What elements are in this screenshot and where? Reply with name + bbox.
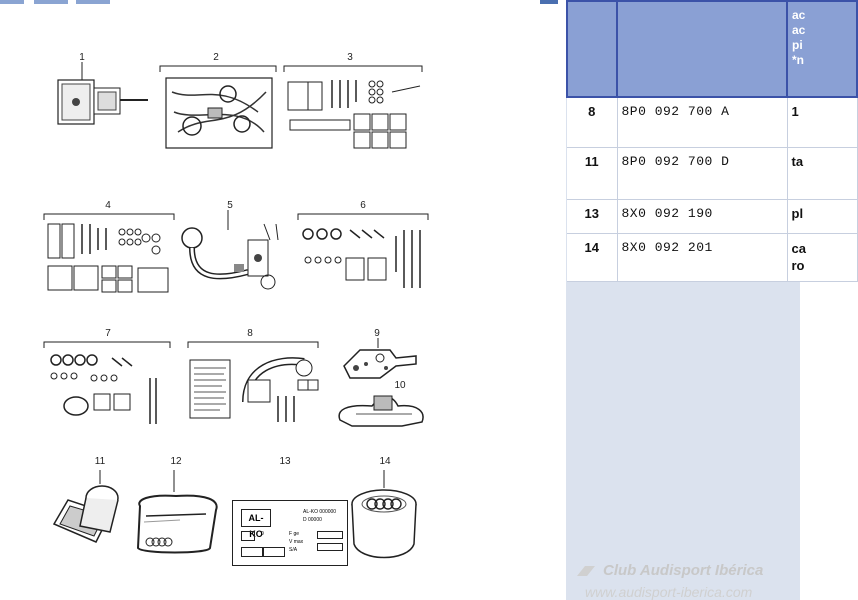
part-6-small-parts-kit-illustration[interactable] bbox=[296, 210, 431, 295]
row-part-number[interactable]: 8P0 092 700 D bbox=[617, 147, 788, 200]
column-header-part-number[interactable] bbox=[616, 0, 788, 98]
row-position: 11 bbox=[567, 147, 618, 200]
parts-list-pane: ac ac pi *n 8 8P0 092 700 A 1 11 8P0 092… bbox=[566, 0, 858, 600]
part-14-ball-cap-illustration[interactable] bbox=[350, 470, 420, 562]
plate-row-label: V max bbox=[289, 539, 304, 545]
club-logo-icon bbox=[577, 566, 595, 576]
row-part-number[interactable]: 8X0 092 190 bbox=[617, 199, 788, 234]
plate-line-2: D 00000 bbox=[303, 517, 322, 523]
callout-2[interactable]: 2 bbox=[213, 52, 219, 63]
callout-7[interactable]: 7 bbox=[105, 328, 111, 339]
row-part-number[interactable]: 8X0 092 201 bbox=[617, 233, 788, 282]
callout-4[interactable]: 4 bbox=[105, 200, 111, 211]
part-5-tow-bar-illustration[interactable] bbox=[178, 210, 288, 295]
parts-table: ac ac pi *n 8 8P0 092 700 A 1 11 8P0 092… bbox=[566, 0, 858, 282]
part-11-ball-cover-illustration[interactable] bbox=[48, 470, 128, 550]
row-description: pl bbox=[787, 199, 858, 234]
part-12-storage-bag-illustration[interactable] bbox=[130, 470, 222, 556]
callout-9[interactable]: 9 bbox=[374, 328, 380, 339]
scroll-up-button[interactable] bbox=[540, 0, 558, 4]
plate-row-label: 0 bbox=[261, 531, 264, 537]
part-8-retrofit-kit-illustration[interactable] bbox=[186, 338, 321, 428]
callout-8[interactable]: 8 bbox=[247, 328, 253, 339]
part-3-mounting-kit-illustration[interactable] bbox=[282, 62, 427, 152]
pane-divider[interactable] bbox=[560, 0, 566, 600]
table-row[interactable]: 11 8P0 092 700 D ta bbox=[567, 147, 858, 200]
column-header-position[interactable] bbox=[566, 0, 618, 98]
watermark-club-name: Club Audisport Ibérica bbox=[603, 562, 764, 579]
row-position: 13 bbox=[567, 199, 618, 234]
toolbar-tab[interactable] bbox=[76, 0, 110, 4]
callout-3[interactable]: 3 bbox=[347, 52, 353, 63]
row-description: 1 bbox=[787, 97, 858, 148]
column-header-description[interactable]: ac ac pi *n bbox=[786, 0, 858, 98]
plate-box bbox=[317, 531, 343, 539]
row-position: 8 bbox=[567, 97, 618, 148]
table-header-row: ac ac pi *n bbox=[566, 0, 858, 98]
plate-line-1: AL-KO 000000 bbox=[303, 509, 337, 515]
callout-14[interactable]: 14 bbox=[379, 456, 391, 467]
plate-row-label: S/A bbox=[289, 547, 298, 553]
plate-box bbox=[317, 543, 343, 551]
part-13-data-plate-illustration[interactable]: AL-KO AL-KO 000000 D 00000 0 F ge V max … bbox=[232, 500, 348, 566]
diagram-scrollbar[interactable] bbox=[540, 0, 560, 600]
part-1-socket-illustration[interactable] bbox=[50, 62, 150, 132]
site-watermark: Club Audisport Ibérica www.audisport-ibe… bbox=[575, 560, 800, 600]
plate-box bbox=[241, 547, 263, 557]
part-9-socket-bracket-illustration[interactable] bbox=[336, 338, 421, 386]
callout-1[interactable]: 1 bbox=[79, 52, 85, 63]
callout-13[interactable]: 13 bbox=[279, 456, 291, 467]
row-part-number[interactable]: 8P0 092 700 A bbox=[617, 97, 788, 148]
table-row[interactable]: 8 8P0 092 700 A 1 bbox=[567, 97, 858, 148]
callout-10[interactable]: 10 bbox=[394, 380, 406, 391]
part-2-wiring-harness-illustration[interactable] bbox=[158, 62, 278, 152]
plate-row-label: F ge bbox=[289, 531, 300, 537]
callout-11[interactable]: 11 bbox=[94, 456, 106, 467]
plate-brand-logo: AL-KO bbox=[241, 509, 271, 539]
callout-12[interactable]: 12 bbox=[170, 456, 182, 467]
row-description: ta bbox=[787, 147, 858, 200]
plate-box bbox=[263, 547, 285, 557]
plate-box bbox=[241, 531, 255, 541]
callout-6[interactable]: 6 bbox=[360, 200, 366, 211]
row-description: ca ro bbox=[787, 233, 858, 282]
table-row[interactable]: 13 8X0 092 190 pl bbox=[567, 199, 858, 234]
toolbar-tab[interactable] bbox=[34, 0, 68, 4]
part-4-mounting-kit-illustration[interactable] bbox=[42, 210, 177, 300]
callout-5[interactable]: 5 bbox=[227, 200, 233, 211]
parts-diagram: 1 2 3 4 5 6 7 8 9 10 11 12 13 14 bbox=[0, 0, 431, 566]
part-10-cover-plate-illustration[interactable] bbox=[332, 390, 427, 430]
toolbar-tab[interactable] bbox=[0, 0, 24, 4]
watermark-url: www.audisport-iberica.com bbox=[585, 584, 753, 600]
row-position: 14 bbox=[567, 233, 618, 282]
table-row[interactable]: 14 8X0 092 201 ca ro bbox=[567, 233, 858, 282]
part-7-hardware-kit-illustration[interactable] bbox=[42, 338, 172, 428]
